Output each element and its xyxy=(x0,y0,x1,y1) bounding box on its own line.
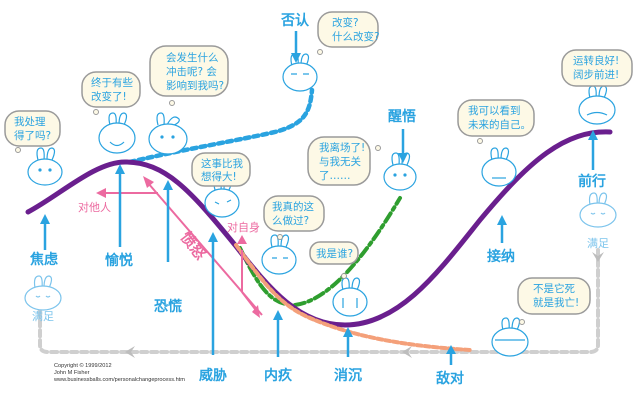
copyright-url[interactable]: www.businessballs.com/personalchangeproc… xyxy=(53,377,185,383)
anger-toward-self-label: 对自身 xyxy=(227,220,260,234)
bubble-fear: 会发生什么 冲击呢? 会 影响到我吗? xyxy=(149,45,229,106)
bubble-anxiety: 我处理 得了吗? xyxy=(4,110,61,153)
thought-bubbles: 我处理 得了吗? 终于有些 改变了! 会发生什么 冲击呢? 会 影响到我吗? 这… xyxy=(4,11,633,325)
bubble-hostility-line-2: 就是我亡! xyxy=(533,296,579,309)
bubble-moving-forward: 运转良好! 阔步前进! xyxy=(561,49,633,87)
bubble-anxiety-line-2: 得了吗? xyxy=(14,130,51,142)
stage-label-depression: 消沉 xyxy=(334,367,362,384)
rabbit-happiness xyxy=(98,112,136,154)
stage-label-denial: 否认 xyxy=(280,12,310,29)
bubble-happiness-line-1: 终于有些 xyxy=(91,76,133,89)
bubble-awakening-line-3: 了…… xyxy=(319,170,351,182)
contentment-rabbit-right xyxy=(579,192,617,228)
anger-label: 愤怒 xyxy=(177,228,210,263)
arrow-up-icon xyxy=(588,130,598,140)
rabbit-acceptance xyxy=(481,147,517,187)
bubble-guilt-line-1: 我真的这 xyxy=(272,200,314,213)
toward-self-arrow xyxy=(241,291,256,310)
hostility-path xyxy=(234,243,472,352)
bubble-anxiety-line-1: 我处理 xyxy=(14,116,46,128)
arrow-down-icon xyxy=(291,53,301,63)
rabbit-awakening xyxy=(383,152,417,191)
rabbit-depression xyxy=(332,277,368,317)
stage-label-threat: 威胁 xyxy=(199,367,227,384)
rabbit-guilt xyxy=(261,234,297,275)
rabbit-denial xyxy=(282,53,318,92)
toward-self-arrowhead-icon xyxy=(237,235,247,244)
rabbit-fear xyxy=(148,112,188,155)
bubble-depression: 我是谁? xyxy=(309,241,359,279)
stage-label-hostility: 敌对 xyxy=(436,370,464,387)
bubble-denial-line-2: 什么改变? xyxy=(332,30,380,43)
bubble-hostility-line-1: 不是它死 xyxy=(533,282,575,295)
anger-toward-others-label: 对他人 xyxy=(78,200,111,214)
bubble-awakening-line-2: 与我无关 xyxy=(319,155,361,168)
contentment-label-left: 满足 xyxy=(32,310,54,323)
bubble-fear-line-2: 冲击呢? 会 xyxy=(166,65,217,78)
stage-label-fear: 恐慌 xyxy=(154,298,182,315)
bubble-threat-line-1: 这事比我 xyxy=(201,157,243,170)
bubble-happiness: 终于有些 改变了! xyxy=(81,71,141,115)
stage-arrowheads xyxy=(40,53,598,354)
bubble-fear-line-3: 影响到我吗? xyxy=(166,79,224,92)
contentment-rabbit-left xyxy=(24,275,62,311)
arrow-up-icon xyxy=(273,310,283,320)
rabbit-anxiety xyxy=(27,147,63,186)
toward-others-arrowhead-icon xyxy=(96,188,106,198)
return-loop xyxy=(38,248,600,354)
bubble-denial-line-1: 改变? xyxy=(332,16,359,29)
stage-label-moving-forward: 前行 xyxy=(578,173,606,190)
bubble-awakening: 我离场了! 与我无关 了…… xyxy=(307,136,381,186)
arrow-up-icon xyxy=(446,345,456,354)
loop-arrow-down-icon xyxy=(592,252,604,262)
bubble-threat: 这事比我 想得大! xyxy=(191,152,251,187)
bubble-moving-forward-line-1: 运转良好! xyxy=(573,54,619,67)
bubble-depression-line-1: 我是谁? xyxy=(316,248,353,260)
bubble-happiness-line-2: 改变了! xyxy=(91,90,127,103)
bubble-guilt: 我真的这 么做过? xyxy=(263,195,325,240)
bubble-guilt-line-2: 么做过? xyxy=(272,214,309,227)
anger-arrowhead-icon xyxy=(143,176,154,188)
loop-arrow-left-icon xyxy=(402,346,412,358)
stage-arrows xyxy=(43,31,595,365)
arrow-up-icon xyxy=(163,180,173,190)
loop-arrow-left-icon xyxy=(125,346,135,358)
arrow-up-icon xyxy=(115,164,125,174)
rabbit-threat xyxy=(204,177,240,218)
stage-label-anxiety: 焦虑 xyxy=(29,251,58,268)
bubble-fear-line-1: 会发生什么 xyxy=(166,51,219,64)
stage-label-acceptance: 接纳 xyxy=(487,248,515,265)
stage-label-guilt: 内疚 xyxy=(264,367,293,384)
stage-label-happiness: 愉悦 xyxy=(105,252,133,269)
bubble-acceptance-line-1: 我可以看到 xyxy=(468,104,521,117)
bubble-acceptance-line-2: 未来的自己。 xyxy=(468,118,531,131)
arrow-up-icon xyxy=(343,327,353,337)
copyright-author: John M Fisher xyxy=(54,370,90,376)
rabbit-moving-forward xyxy=(578,85,616,125)
bubble-threat-line-2: 想得大! xyxy=(201,170,237,183)
bubble-awakening-line-1: 我离场了! xyxy=(319,141,365,154)
copyright-line-1: Copyright © 1999/2012 xyxy=(54,362,112,369)
awakening-path xyxy=(238,196,402,308)
bubble-moving-forward-line-2: 阔步前进! xyxy=(573,68,619,81)
rabbit-hostility xyxy=(491,317,529,357)
arrow-up-icon xyxy=(40,214,50,224)
arrow-up-icon xyxy=(497,215,507,225)
stage-label-awakening: 醒悟 xyxy=(388,108,416,125)
bubble-hostility: 不是它死 就是我亡! xyxy=(517,277,591,325)
contentment-label-right: 满足 xyxy=(587,237,609,250)
anger-down-arrowhead-icon xyxy=(252,305,260,318)
arrow-up-icon xyxy=(208,232,218,242)
bubble-denial: 改变? 什么改变? xyxy=(317,11,380,55)
bubble-acceptance: 我可以看到 未来的自己。 xyxy=(457,99,535,144)
